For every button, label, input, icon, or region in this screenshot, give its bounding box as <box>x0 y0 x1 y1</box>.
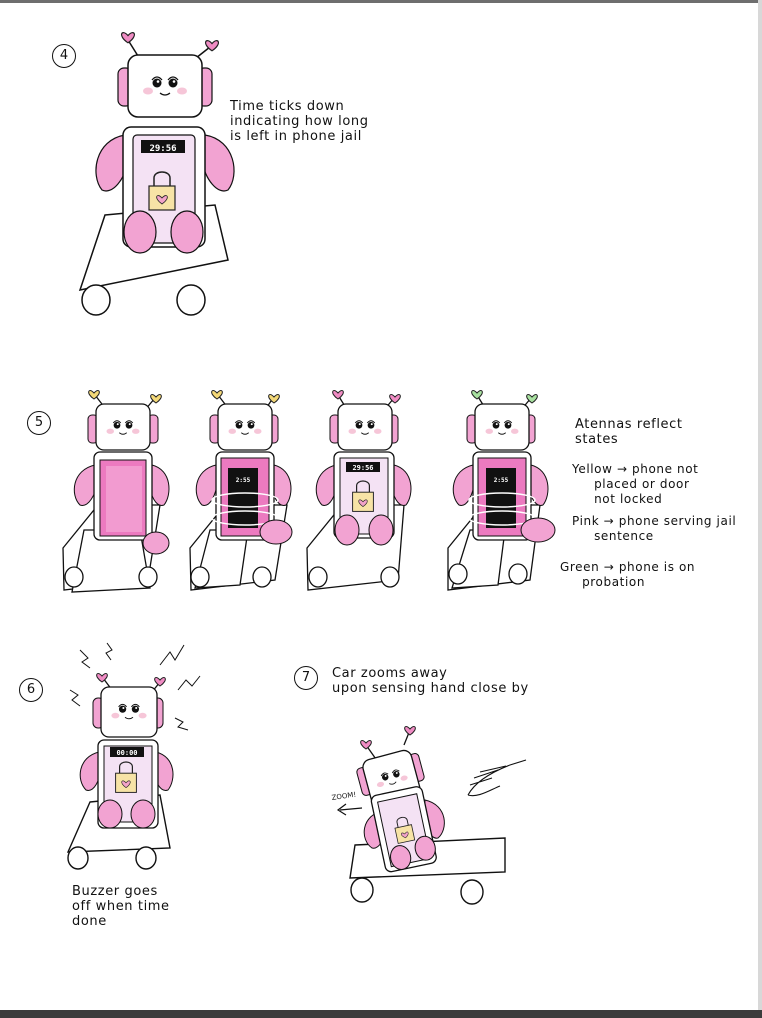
step5-robot-yellow-door <box>189 390 293 591</box>
step-number-7: 7 <box>294 666 318 690</box>
step5-robot3-timer: 29:56 <box>352 464 373 472</box>
window-top-border <box>0 0 762 3</box>
legend-pink: Pink → phone serving jail sentence <box>572 514 737 543</box>
step7-zoom-label: ZOOM! <box>331 791 357 802</box>
window-right-border <box>758 0 762 1010</box>
antenna-legend-title: Atennas reflect states <box>575 417 683 447</box>
step5-robot-green-probation <box>447 390 556 591</box>
step6-robot-buzzer <box>66 642 201 870</box>
step7-robot-zooming <box>336 726 527 905</box>
step-number-5: 5 <box>27 411 51 435</box>
step4-timer: 29:56 <box>149 144 176 154</box>
step6-caption: Buzzer goes off when time done <box>72 884 170 929</box>
step5-robot4-timer: 2:55 <box>494 477 509 484</box>
step5-robot2-timer: 2:55 <box>236 477 251 484</box>
step5-robot-yellow-empty <box>62 390 170 593</box>
window-bottom-bar <box>0 1010 762 1018</box>
step5-robot-pink-locked <box>306 390 412 591</box>
step-number-4: 4 <box>52 44 76 68</box>
step4-caption: Time ticks down indicating how long is l… <box>230 99 369 144</box>
step6-timer: 00:00 <box>116 749 137 757</box>
legend-yellow: Yellow → phone not placed or door not lo… <box>572 462 699 506</box>
legend-green: Green → phone is on probation <box>560 560 696 589</box>
step7-caption: Car zooms away upon sensing hand close b… <box>332 666 529 696</box>
step4-robot <box>78 32 235 316</box>
step-number-6: 6 <box>19 678 43 702</box>
